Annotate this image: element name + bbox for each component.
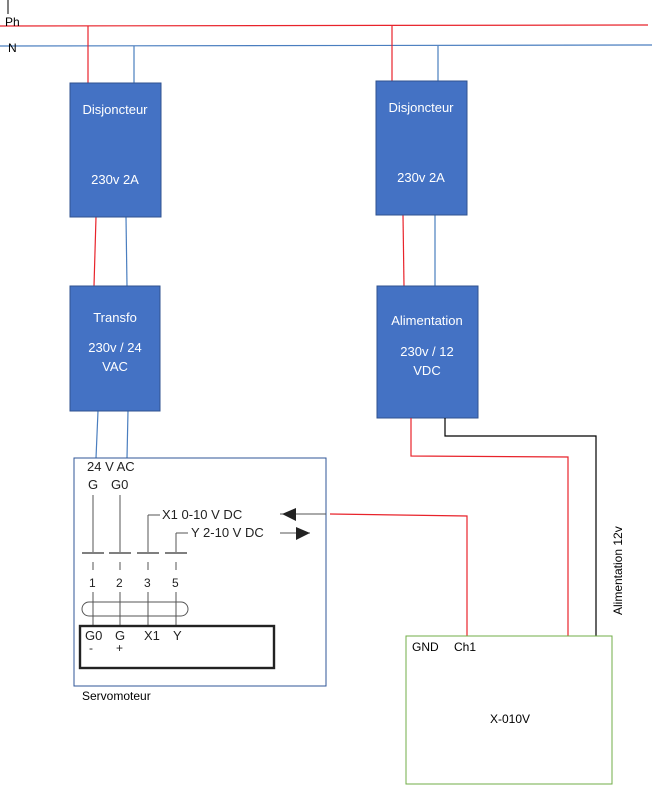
transformer-box — [69, 285, 161, 412]
y-signal-label: Y 2-10 V DC — [191, 525, 264, 540]
servomotor-g0-label: G0 — [111, 477, 128, 492]
power-supply-line1: 230v / 12 — [400, 344, 454, 359]
y-arrow-icon — [296, 527, 310, 540]
mains-lines: Ph N — [0, 0, 653, 55]
breaker-right-title: Disjoncteur — [388, 100, 454, 115]
breaker-left: Disjoncteur 230v 2A — [69, 82, 162, 218]
transformer: Transfo 230v / 24 VAC — [69, 285, 161, 412]
polarity-plus: + — [116, 641, 123, 655]
dc-positive-wire — [410, 418, 569, 636]
x010v-module: GND Ch1 X-010V — [405, 635, 613, 785]
ch1-signal-wire — [329, 513, 468, 636]
neutral-line — [0, 44, 653, 47]
right-phase-breaker-to-psu — [402, 214, 405, 287]
servomotor-supply: 24 V AC — [87, 459, 135, 474]
power-supply-title: Alimentation — [391, 313, 463, 328]
x1-arrow-icon — [282, 508, 296, 521]
terminal-x1: X1 — [144, 628, 160, 643]
neutral-label: N — [8, 41, 17, 55]
dc-wiring: Alimentation 12v — [410, 418, 625, 636]
x1-signal-label: X1 0-10 V DC — [162, 507, 242, 522]
servomotor: 24 V AC G G0 1 2 3 5 G0 G X1 — [73, 457, 327, 687]
polarity-minus: - — [89, 641, 93, 655]
cable-bundle — [81, 601, 189, 617]
terminal-g: G — [115, 628, 125, 643]
phase-line — [0, 24, 649, 27]
transfo-out-2 — [126, 410, 129, 459]
servomotor-label: Servomoteur — [82, 689, 151, 703]
supply-wire-label: Alimentation 12v — [611, 526, 625, 615]
breaker-left-rating: 230v 2A — [91, 172, 139, 187]
left-neutral-breaker-to-transfo — [125, 216, 128, 287]
pin-1: 1 — [89, 576, 96, 590]
x010v-module-box — [405, 635, 613, 785]
dc-negative-wire — [444, 418, 597, 636]
power-supply-line2: VDC — [413, 363, 440, 378]
pin-2: 2 — [116, 576, 123, 590]
module-ch1-label: Ch1 — [454, 640, 476, 654]
module-gnd-label: GND — [412, 640, 439, 654]
right-branch-wires — [391, 26, 439, 287]
power-supply-box — [376, 285, 479, 419]
breaker-right-rating: 230v 2A — [397, 170, 445, 185]
pin-5: 5 — [172, 576, 179, 590]
breaker-left-box — [69, 82, 162, 218]
transformer-line2: VAC — [102, 359, 128, 374]
module-name: X-010V — [490, 712, 530, 726]
transformer-line1: 230v / 24 — [88, 340, 142, 355]
terminal-y: Y — [173, 628, 182, 643]
terminal-block — [78, 624, 276, 670]
breaker-right: Disjoncteur 230v 2A — [375, 80, 468, 216]
breaker-right-box — [375, 80, 468, 216]
left-branch-wires — [87, 26, 135, 459]
transformer-title: Transfo — [93, 310, 137, 325]
phase-label: Ph — [5, 15, 20, 29]
power-supply: Alimentation 230v / 12 VDC — [376, 285, 479, 419]
terminal-g0: G0 — [85, 628, 102, 643]
left-phase-breaker-to-transfo — [93, 216, 97, 287]
pin-3: 3 — [144, 576, 151, 590]
breaker-left-title: Disjoncteur — [82, 102, 148, 117]
servomotor-g-label: G — [88, 477, 98, 492]
transfo-out-1 — [95, 410, 99, 459]
